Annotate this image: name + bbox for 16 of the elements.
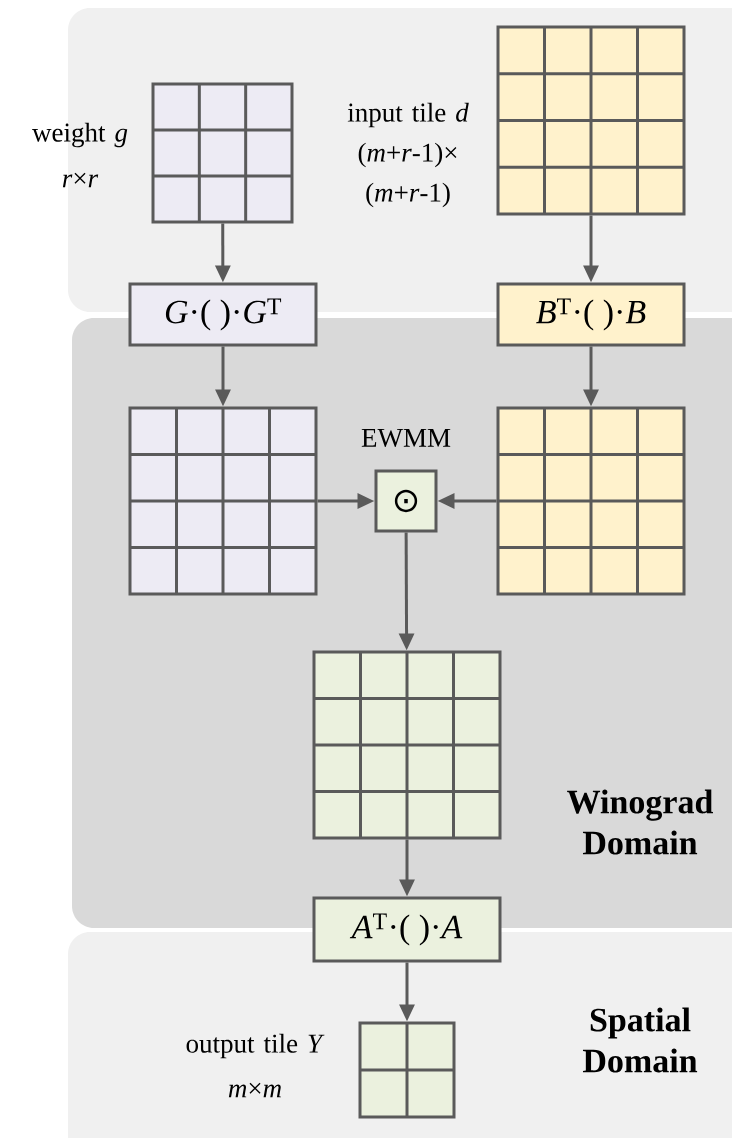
transform-box: B$^{T}$·( )·B — [496, 282, 686, 347]
tile-caption: input tile d (m+r-1)× (m+r-1) — [347, 102, 469, 208]
matrix-grid — [496, 406, 686, 596]
matrix-grid — [128, 406, 318, 596]
matrix-grid — [496, 25, 686, 216]
tile-caption: weight g — [32, 122, 128, 148]
tile-caption: m×m — [228, 1082, 281, 1098]
matrix-grid — [151, 82, 294, 224]
matrix-grid — [312, 650, 502, 840]
tile-caption: output tile Y — [186, 1033, 325, 1059]
operator-box: ⊙ — [374, 469, 438, 533]
operator-label: EWMM — [361, 428, 451, 448]
transform-box: A$^{T}$·( )·A — [312, 896, 502, 963]
transform-box: G·( )·G$^{T}$ — [128, 282, 318, 347]
tile-caption: r×r — [62, 172, 99, 188]
matrix-grid — [358, 1021, 456, 1119]
